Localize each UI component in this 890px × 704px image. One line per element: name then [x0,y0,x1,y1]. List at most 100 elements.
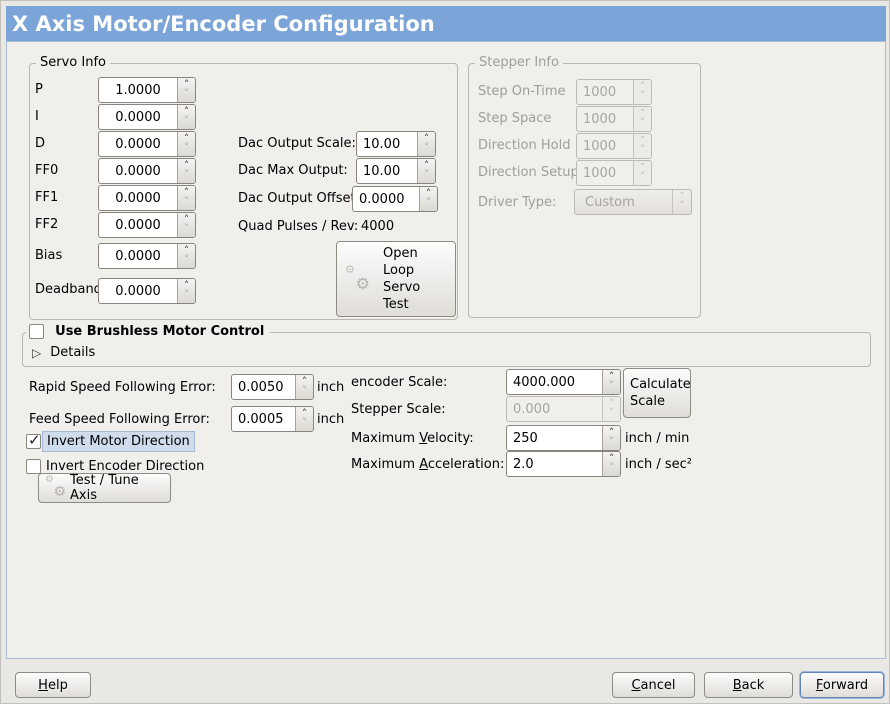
spin-down-icon[interactable]: ˅ [425,196,432,209]
feed-following-error-spinbox[interactable]: 0.0005 ˄˅ [231,406,314,432]
invert-encoder-checkbox[interactable] [26,459,41,474]
dac-output-scale-spinbox[interactable]: 10.00 ˄˅ [356,131,436,157]
spin-up-icon[interactable]: ˄ [301,407,308,420]
bias-value[interactable]: 0.0000 [115,248,161,264]
rapid-following-error-spinbox[interactable]: 0.0050 ˄˅ [231,374,314,400]
spinner-buttons[interactable]: ˄˅ [177,132,195,156]
ff0-spinbox[interactable]: 0.0000 ˄˅ [98,158,196,184]
label-ff1: FF1 [35,190,59,205]
spinner-buttons[interactable]: ˄˅ [419,187,437,211]
dac-max-output-spinbox[interactable]: 10.00 ˄˅ [356,158,436,184]
ff0-value[interactable]: 0.0000 [115,163,161,179]
d-value[interactable]: 0.0000 [115,136,161,152]
driver-type-label: Driver Type: [478,195,557,210]
invert-motor-checkbox[interactable]: ✓ [26,431,41,449]
ff2-value[interactable]: 0.0000 [115,217,161,233]
rapid-following-error-value[interactable]: 0.0050 [238,379,284,395]
spinner-buttons[interactable]: ˄˅ [177,279,195,303]
spinner-buttons[interactable]: ˄˅ [602,370,620,394]
spin-down-icon[interactable]: ˅ [423,168,430,181]
spinner-buttons[interactable]: ˄˅ [177,244,195,268]
combo-up-icon: ˄ [679,190,685,203]
dac-max-output-value[interactable]: 10.00 [363,163,401,179]
max-acceleration-value[interactable]: 2.0 [513,456,534,472]
spinner-buttons[interactable]: ˄˅ [417,159,435,183]
spin-up-icon[interactable]: ˄ [183,279,190,292]
spinner-buttons[interactable]: ˄˅ [177,186,195,210]
details-expander[interactable]: ▷ Details [32,345,95,360]
spin-up-icon[interactable]: ˄ [183,213,190,226]
invert-motor-label[interactable]: Invert Motor Direction [42,431,195,452]
spin-up-icon[interactable]: ˄ [183,105,190,118]
spin-up-icon[interactable]: ˄ [425,187,432,200]
i-spinbox[interactable]: 0.0000 ˄˅ [98,104,196,130]
spin-down-icon[interactable]: ˅ [183,195,190,208]
spin-down-icon[interactable]: ˅ [183,141,190,154]
spin-up-icon[interactable]: ˄ [183,78,190,91]
spinner-buttons[interactable]: ˄˅ [177,78,195,102]
help-button[interactable]: Help [15,672,91,698]
back-button[interactable]: Back [704,672,793,698]
ff2-spinbox[interactable]: 0.0000 ˄˅ [98,212,196,238]
max-acceleration-spinbox[interactable]: 2.0 ˄˅ [506,451,621,477]
forward-button[interactable]: Forward [800,672,884,698]
spin-down-icon[interactable]: ˅ [301,384,308,397]
spinner-buttons[interactable]: ˄˅ [177,105,195,129]
dac-output-offset-value[interactable]: 0.0000 [359,191,405,207]
spin-down-icon[interactable]: ˅ [183,168,190,181]
spinner-buttons[interactable]: ˄˅ [295,407,313,431]
bias-spinbox[interactable]: 0.0000 ˄˅ [98,243,196,269]
encoder-scale-spinbox[interactable]: 4000.000 ˄˅ [506,369,621,395]
p-value[interactable]: 1.0000 [115,82,161,98]
spinner-buttons[interactable]: ˄˅ [177,213,195,237]
spinner-buttons[interactable]: ˄˅ [602,426,620,450]
dac-output-offset-spinbox[interactable]: 0.0000 ˄˅ [352,186,438,212]
spin-up-icon[interactable]: ˄ [183,244,190,257]
spinner-buttons[interactable]: ˄˅ [295,375,313,399]
spin-down-icon[interactable]: ˅ [608,435,615,448]
spin-down-icon[interactable]: ˅ [608,379,615,392]
p-spinbox[interactable]: 1.0000 ˄˅ [98,77,196,103]
d-spinbox[interactable]: 0.0000 ˄˅ [98,131,196,157]
deadband-value[interactable]: 0.0000 [115,283,161,299]
spin-up-icon[interactable]: ˄ [423,159,430,172]
feed-following-error-value[interactable]: 0.0005 [238,411,284,427]
spin-down-icon[interactable]: ˅ [183,87,190,100]
spin-down-icon[interactable]: ˅ [183,222,190,235]
label-ff2: FF2 [35,217,59,232]
page-title: X Axis Motor/Encoder Configuration [12,11,435,36]
spin-down-icon[interactable]: ˅ [608,461,615,474]
max-velocity-value[interactable]: 250 [513,430,538,446]
dac-output-scale-value[interactable]: 10.00 [363,136,401,152]
ff1-spinbox[interactable]: 0.0000 ˄˅ [98,185,196,211]
servo-info-frame-title: Servo Info [36,55,110,70]
spinner-buttons[interactable]: ˄˅ [602,452,620,476]
spinner-buttons[interactable]: ˄˅ [417,132,435,156]
spinner-buttons: ˄˅ [633,107,651,131]
spin-up-icon[interactable]: ˄ [608,452,615,465]
spin-down-icon[interactable]: ˅ [183,288,190,301]
spinner-buttons[interactable]: ˄˅ [177,159,195,183]
spin-up-icon[interactable]: ˄ [608,370,615,383]
cancel-button[interactable]: Cancel [612,672,695,698]
spin-up-icon[interactable]: ˄ [183,159,190,172]
spin-up-icon[interactable]: ˄ [608,426,615,439]
spin-down-icon[interactable]: ˅ [183,253,190,266]
deadband-spinbox[interactable]: 0.0000 ˄˅ [98,278,196,304]
invert-encoder-label[interactable]: Invert Encoder Direction [46,459,205,474]
calculate-scale-button[interactable]: Calculate Scale [623,368,691,418]
spin-down-icon[interactable]: ˅ [183,114,190,127]
ff1-value[interactable]: 0.0000 [115,190,161,206]
open-loop-servo-test-button[interactable]: ⚙ ⚙ Open Loop Servo Test [336,241,456,317]
spin-up-icon[interactable]: ˄ [423,132,430,145]
test-tune-axis-button[interactable]: ⚙ ⚙ Test / Tune Axis [38,473,171,503]
use-brushless-checkbox[interactable] [29,324,44,339]
spin-down-icon[interactable]: ˅ [423,141,430,154]
spin-down-icon[interactable]: ˅ [301,416,308,429]
max-velocity-spinbox[interactable]: 250 ˄˅ [506,425,621,451]
spin-up-icon[interactable]: ˄ [301,375,308,388]
spin-up-icon[interactable]: ˄ [183,186,190,199]
i-value[interactable]: 0.0000 [115,109,161,125]
encoder-scale-value[interactable]: 4000.000 [513,374,576,390]
spin-up-icon[interactable]: ˄ [183,132,190,145]
